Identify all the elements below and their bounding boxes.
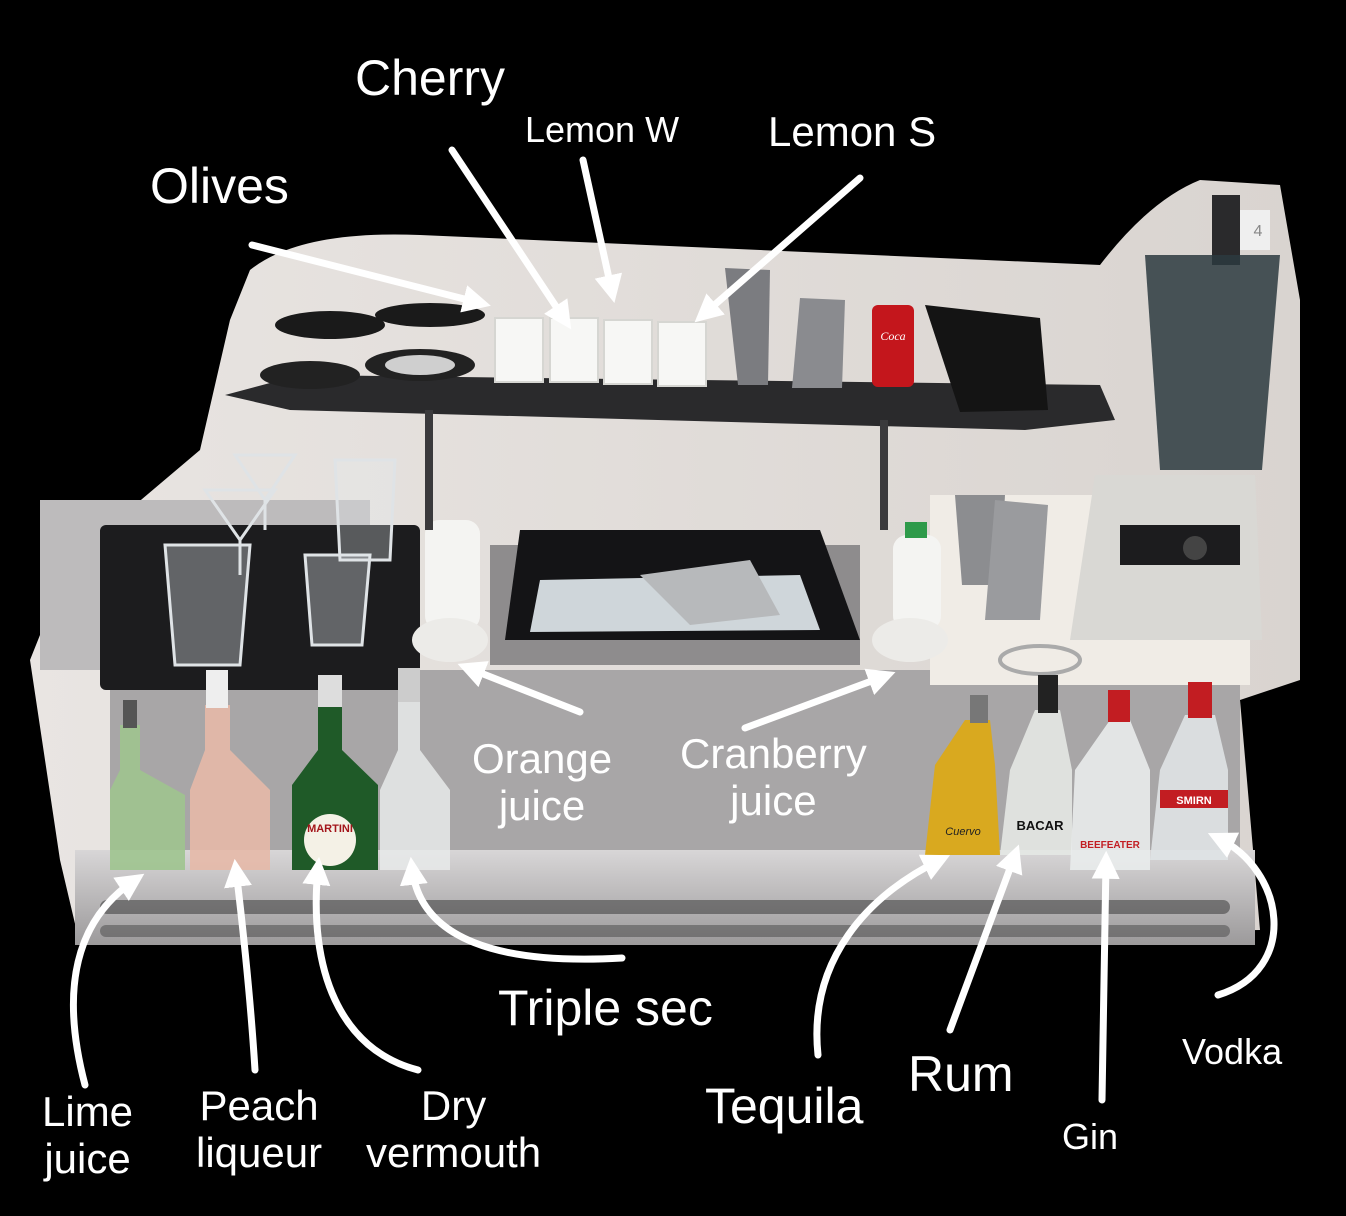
speed-rail-holes: [100, 900, 1230, 937]
shelf-support-right: [880, 420, 888, 530]
arrow-peach-liqueur: [224, 858, 259, 1074]
arrow-vodka: [1207, 832, 1278, 999]
ice-scoop: [640, 560, 780, 625]
martini-label: MARTINI: [307, 823, 353, 835]
bottle-tequila: Cuervo: [925, 695, 1000, 855]
shaker-tin-1: [725, 268, 770, 385]
shaker-tin-2: [792, 298, 845, 388]
napkin-caddy: [925, 305, 1048, 412]
pour-bottle-orange: [412, 520, 488, 662]
glasses: [163, 453, 397, 667]
bottle-gin: BEEFEATER: [1070, 690, 1150, 870]
label-lemon-w: Lemon W: [525, 109, 680, 150]
bottle-vodka: SMIRN: [1150, 682, 1228, 860]
shelf-support-left: [425, 410, 433, 530]
arrow-cherry: [448, 146, 572, 330]
arrow-lime-juice: [69, 873, 145, 1089]
bar-mat: [100, 525, 420, 690]
garnish-cup-lemon-s: [657, 321, 707, 387]
blender-number: 4: [1254, 223, 1263, 240]
can-logo: Coca: [880, 329, 905, 343]
label-rum: Rum: [908, 1046, 1014, 1102]
arrow-dry-vermouth: [302, 856, 422, 1074]
arrow-lemon-s: [694, 174, 864, 323]
arrow-rum: [946, 844, 1023, 1034]
speed-rail: [75, 850, 1255, 945]
garnish-cup-olives: [494, 317, 544, 383]
arrow-orange-juice: [457, 661, 584, 716]
bacardi-label: BACAR: [1017, 818, 1065, 833]
glass-highball: [333, 458, 397, 562]
label-gin: Gin: [1062, 1116, 1119, 1157]
glass-rocks-1: [163, 543, 252, 667]
shaker-tin-4: [985, 500, 1048, 620]
annotation-arrows: [69, 146, 1278, 1104]
coca-cola-can: [872, 305, 914, 387]
cuervo-label: Cuervo: [945, 826, 980, 838]
label-olives: Olives: [150, 158, 289, 214]
beefeater-label: BEEFEATER: [1080, 840, 1141, 851]
label-triple-sec: Triple sec: [498, 980, 713, 1036]
arrow-tequila: [813, 854, 951, 1059]
bottle-dry-vermouth: MARTINI: [292, 675, 378, 870]
strainer: [998, 644, 1082, 676]
label-tequila: Tequila: [705, 1078, 864, 1134]
label-vodka: Vodka: [1182, 1031, 1283, 1072]
top-shelf: [225, 375, 1115, 430]
garnish-cups: [494, 317, 707, 387]
garnish-cup-lemon-w: [603, 319, 653, 385]
arrow-olives: [248, 241, 491, 313]
bottle-lime-juice: [110, 700, 185, 870]
arrow-gin: [1091, 850, 1120, 1104]
bottle-peach-liqueur: [190, 670, 270, 870]
glass-rocks-2: [303, 553, 372, 647]
garnish-cup-cherry: [549, 317, 599, 383]
glass-martini-1: [202, 488, 278, 575]
bottle-triple-sec: [380, 668, 450, 870]
bottle-rum: BACAR: [1000, 675, 1072, 855]
label-lemon-s: Lemon S: [768, 108, 937, 155]
glass-martini-2: [232, 453, 298, 530]
pour-bottle-cranberry: [872, 522, 948, 662]
blender: 4: [1070, 195, 1280, 640]
arrow-lemon-w: [579, 156, 623, 303]
smirnoff-label: SMIRN: [1176, 795, 1212, 807]
arrow-cranberry-juice: [741, 668, 896, 732]
olive-containers: [260, 303, 485, 389]
arrow-triple-sec: [399, 856, 626, 963]
label-cherry: Cherry: [355, 50, 506, 106]
